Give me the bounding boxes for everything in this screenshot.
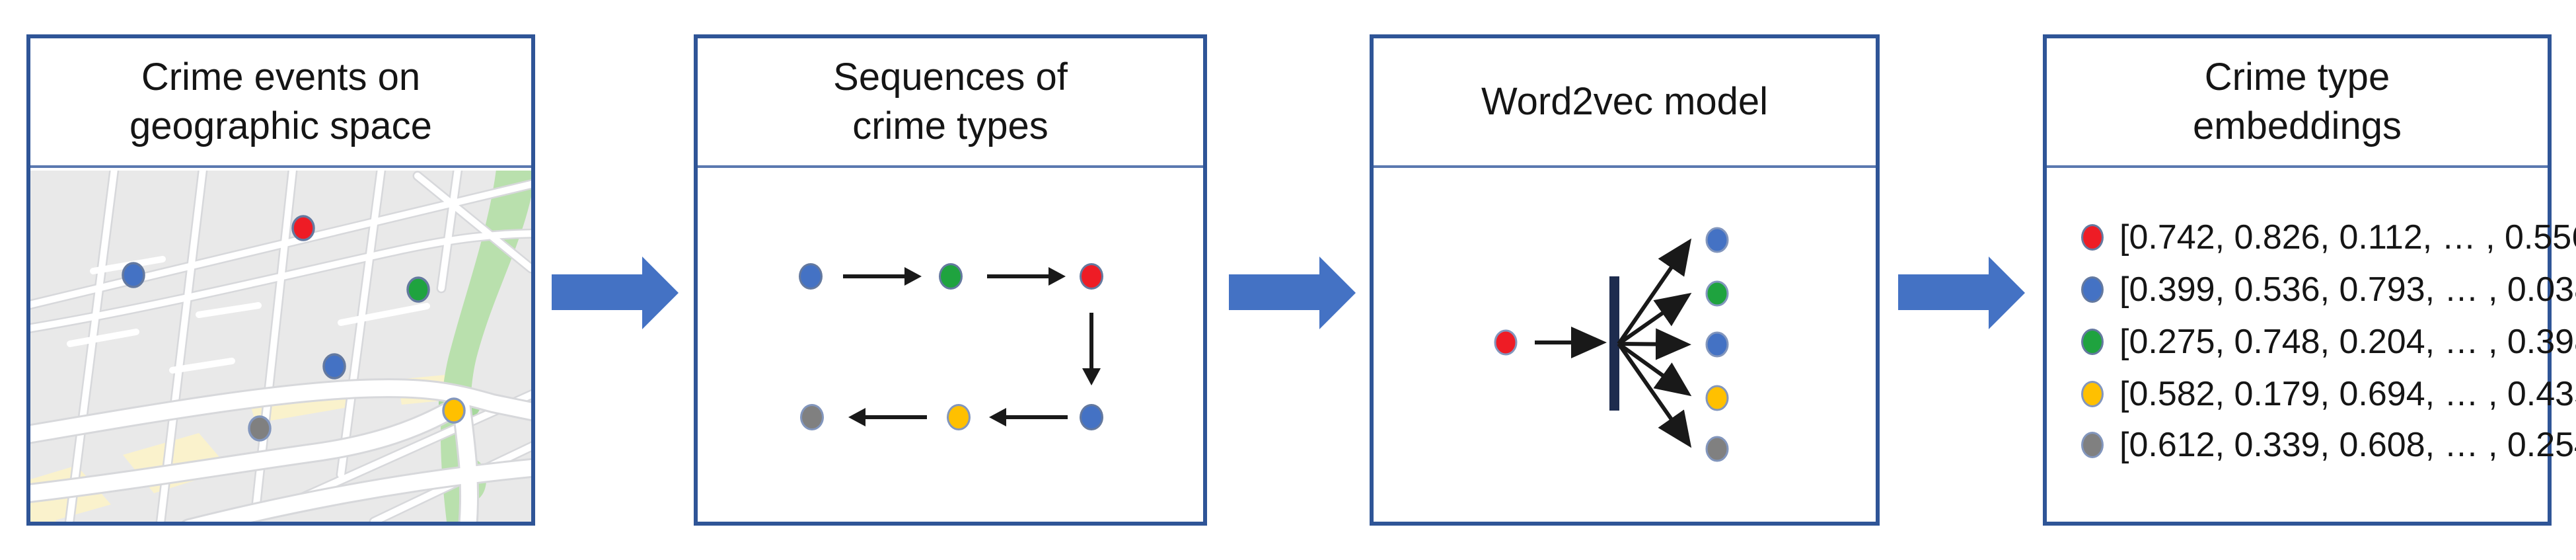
map-event-dot-gray: [248, 415, 272, 442]
sequence-dot-yellow: [947, 404, 971, 430]
flow-arrow-head: [1319, 257, 1356, 329]
embedding-row: [0.612, 0.339, 0.608, … , 0.254]: [2047, 426, 2576, 464]
panel-title-line1: Crime type: [2204, 56, 2390, 99]
embedding-dot-yellow: [2081, 381, 2104, 407]
embedding-row: [0.275, 0.748, 0.204, … , 0.398]: [2047, 323, 2576, 361]
sequence-dot-red: [1080, 263, 1103, 290]
flow-arrow-shaft: [552, 274, 642, 310]
panel-title-line1: Sequences of: [833, 56, 1068, 99]
embedding-dot-gray: [2081, 432, 2104, 458]
flow-arrow-shaft: [1898, 274, 1989, 310]
panel-title-line2: geographic space: [129, 104, 432, 147]
output-dot-green: [1705, 280, 1729, 307]
output-dot-yellow: [1705, 385, 1729, 411]
panel-title: Crime events on geographic space: [30, 38, 531, 168]
street-map: [30, 171, 531, 522]
embedding-row: [0.399, 0.536, 0.793, … , 0.038]: [2047, 270, 2576, 309]
map-event-dot-red: [291, 215, 315, 241]
sequence-arrow-left-icon: [989, 408, 1068, 426]
sequence-dot-gray: [800, 404, 824, 430]
map-container: [30, 171, 531, 522]
flow-arrow-icon: [1898, 257, 2025, 329]
map-event-dot-yellow: [442, 397, 466, 424]
panel-sequences: Sequences of crime types: [694, 34, 1207, 526]
panel-title: Crime type embeddings: [2047, 38, 2548, 168]
sequence-arrow-right-icon: [843, 267, 922, 286]
word2vec-diagram: [1494, 227, 1729, 462]
output-dot-blue-2: [1705, 331, 1729, 358]
sequence-dot-blue: [799, 263, 823, 290]
panel-title-line1: Crime events on: [141, 56, 421, 99]
embedding-vector: [0.742, 0.826, 0.112, … , 0.556]: [2119, 218, 2576, 257]
hidden-layer-bar: [1609, 276, 1619, 411]
input-dot-red: [1494, 329, 1518, 356]
flow-arrow-shaft: [1229, 274, 1319, 310]
flow-arrow-icon: [1229, 257, 1356, 329]
sequence-arrow-left-icon: [848, 408, 927, 426]
sequence-arrow-down-icon: [1082, 313, 1101, 385]
map-event-dot-blue-2: [322, 353, 346, 380]
output-dot-blue: [1705, 227, 1729, 253]
panel-title: Word2vec model: [1374, 38, 1876, 168]
embedding-dot-red: [2081, 224, 2104, 251]
embedding-vector: [0.399, 0.536, 0.793, … , 0.038]: [2119, 270, 2576, 309]
sequence-dot-green: [939, 263, 963, 290]
flow-arrow-icon: [552, 257, 679, 329]
output-dot-gray: [1705, 436, 1729, 462]
embedding-vector: [0.275, 0.748, 0.204, … , 0.398]: [2119, 323, 2576, 361]
embedding-vector: [0.582, 0.179, 0.694, … , 0.435]: [2119, 375, 2576, 413]
panel-title: Sequences of crime types: [698, 38, 1203, 168]
panel-embeddings: Crime type embeddings [0.742, 0.826, 0.1…: [2043, 34, 2576, 526]
panel-title-line2: crime types: [852, 104, 1049, 147]
sequence-arrow-right-icon: [987, 267, 1066, 286]
panel-word2vec: Word2vec model: [1370, 34, 1880, 526]
map-event-dot-green: [406, 276, 430, 303]
embedding-dot-green: [2081, 329, 2104, 355]
embedding-dot-blue: [2081, 276, 2104, 303]
embedding-vector: [0.612, 0.339, 0.608, … , 0.254]: [2119, 426, 2576, 464]
map-event-dot-blue-1: [122, 262, 145, 288]
panel-title-line1: Word2vec model: [1481, 80, 1769, 123]
flow-arrow-head: [1989, 257, 2025, 329]
embedding-row: [0.742, 0.826, 0.112, … , 0.556]: [2047, 218, 2576, 257]
panel-crime-events: Crime events on geographic space: [26, 34, 535, 526]
panel-title-line2: embeddings: [2193, 104, 2402, 147]
sequence-dot-blue: [1080, 404, 1103, 430]
embedding-row: [0.582, 0.179, 0.694, … , 0.435]: [2047, 375, 2576, 413]
fanout-arrows-icon: [1617, 238, 1692, 448]
flow-arrow-head: [642, 257, 679, 329]
